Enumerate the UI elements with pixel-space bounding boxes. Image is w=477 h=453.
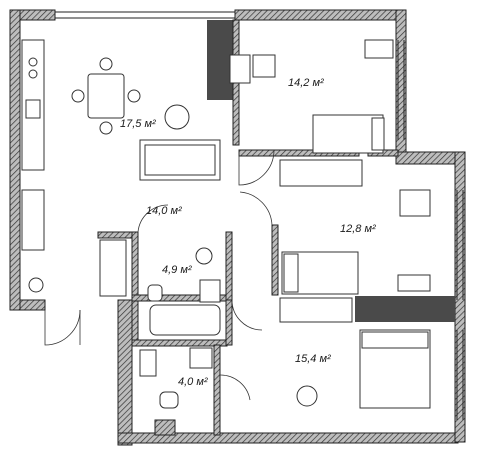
area-bedroom-bottom: 15,4 м² — [295, 353, 331, 365]
exterior-walls — [9, 9, 466, 446]
furniture — [21, 39, 431, 409]
windows — [55, 11, 464, 420]
area-toilet: 4,0 м² — [178, 376, 208, 388]
area-bedroom-top: 14,2 м² — [288, 77, 324, 89]
interior-partitions — [97, 149, 455, 436]
area-living-kitchen: 17,5 м² — [120, 118, 156, 130]
area-hall: 14,0 м² — [146, 205, 182, 217]
area-labels: 17,5 м² 14,2 м² 14,0 м² 12,8 м² 4,9 м² 4… — [120, 77, 376, 388]
area-bathroom: 4,9 м² — [162, 264, 192, 276]
area-bedroom-mid: 12,8 м² — [340, 223, 376, 235]
doors — [44, 149, 275, 401]
